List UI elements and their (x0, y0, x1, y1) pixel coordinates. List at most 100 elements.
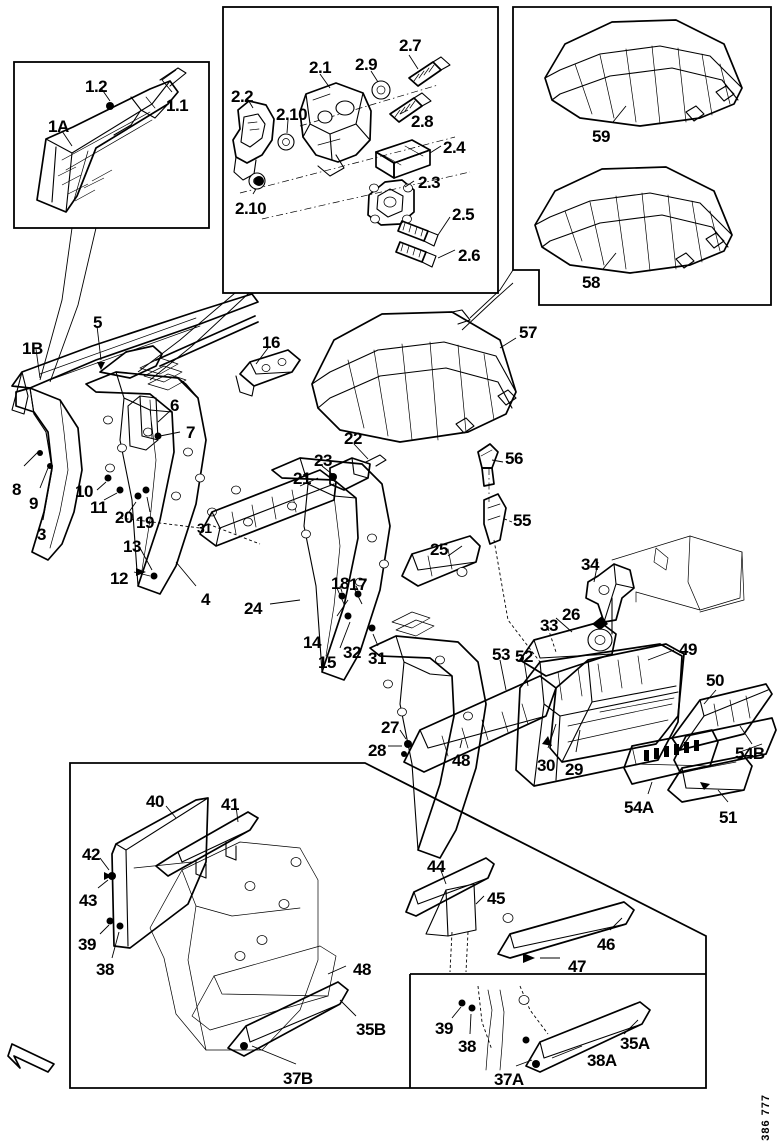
frame-rail-right (611, 535, 745, 613)
lower-right-upper-content (405, 857, 635, 973)
callout-1B: 1B (22, 339, 43, 358)
callout-51: 51 (719, 808, 737, 827)
leader-2-to-main (137, 292, 236, 373)
callout-14: 14 (303, 633, 321, 652)
part-1a-assembly (36, 67, 187, 213)
fastener-cluster-left (96, 474, 158, 580)
part-58-shroud (534, 166, 733, 274)
callout-2-6: 2.6 (458, 246, 481, 265)
callout-37B: 37B (283, 1069, 313, 1088)
part-50-trim (671, 683, 773, 751)
callout-49: 49 (679, 640, 697, 659)
part-24-fender (269, 457, 391, 681)
callout-1-2: 1.2 (85, 77, 108, 96)
callout-54B: 54B (735, 744, 765, 763)
callout-29: 29 (565, 760, 583, 779)
callout-1A: 1A (48, 117, 69, 136)
callout-45: 45 (487, 889, 505, 908)
callout-13: 13 (123, 537, 141, 556)
fastener-17-18 (335, 585, 363, 605)
callout-8: 8 (12, 480, 21, 499)
part-54b-strip (673, 717, 777, 773)
callout-2-1: 2.1 (309, 58, 332, 77)
part-48-board (403, 675, 557, 773)
part-33-actuator (499, 616, 617, 691)
callout-5: 5 (93, 313, 102, 332)
callout-31: 31 (197, 520, 212, 536)
part-34-bracket (585, 561, 635, 635)
callout-58: 58 (582, 273, 600, 292)
part-6-7-bracket (127, 395, 181, 451)
part-5-cylinder (96, 315, 259, 379)
callout-48: 48 (353, 960, 371, 979)
leader-31-b (207, 523, 261, 545)
callout-2-10: 2.10 (276, 105, 308, 124)
callout-19: 19 (136, 513, 154, 532)
callout-9: 9 (29, 494, 38, 513)
callout-46: 46 (597, 935, 615, 954)
callout-17: 17 (349, 575, 367, 594)
part-49-cover (549, 643, 685, 763)
leader-5859-to-main-b (461, 282, 514, 331)
lower-right-lower-content (451, 985, 651, 1073)
leader-1a-to-main (39, 227, 73, 381)
part-26-fender (369, 611, 487, 859)
callout-35B: 35B (356, 1020, 386, 1039)
callout-43: 43 (79, 891, 97, 910)
part-2-assembly (232, 54, 471, 268)
callout-44: 44 (427, 857, 445, 876)
callout-31: 31 (368, 649, 386, 668)
part-59-shroud (544, 19, 743, 127)
part-16-bracket (235, 347, 301, 397)
leader-1a-to-main-b (49, 227, 97, 383)
callout-22: 22 (344, 429, 362, 448)
callout-26: 26 (562, 605, 580, 624)
callout-23: 23 (314, 451, 332, 470)
callout-21: 21 (293, 469, 311, 488)
callout-2-3: 2.3 (418, 173, 441, 192)
lower-left-detail-content (97, 797, 357, 1065)
callout-28: 28 (368, 741, 386, 760)
callout-2-4: 2.4 (443, 138, 466, 157)
callout-2-7: 2.7 (399, 36, 422, 55)
direction-arrow (7, 1043, 55, 1073)
callout-42: 42 (82, 845, 100, 864)
callout-50: 50 (706, 671, 724, 690)
callout-53: 53 (492, 645, 510, 664)
callout-55: 55 (513, 511, 531, 530)
callout-56: 56 (505, 449, 523, 468)
callout-2-5: 2.5 (452, 205, 475, 224)
leader-2-to-main-b (149, 292, 250, 381)
callout-47: 47 (568, 957, 586, 976)
callout-15: 15 (318, 653, 336, 672)
callout-18: 18 (331, 574, 349, 593)
part-55-56-linkage (477, 443, 541, 663)
part-57-shroud (311, 309, 517, 443)
callout-38A: 38A (587, 1051, 617, 1070)
drawing-number: 386 777 (760, 1094, 772, 1141)
callout-35A: 35A (620, 1034, 650, 1053)
callout-40: 40 (146, 792, 164, 811)
callout-37A: 37A (494, 1070, 524, 1089)
detail-frame-lower-left (69, 762, 707, 1089)
callout-2-9: 2.9 (355, 55, 378, 74)
callout-20: 20 (115, 508, 133, 527)
callout-7: 7 (186, 423, 195, 442)
part-3-fender (15, 387, 83, 561)
part-29-30-housing (515, 643, 683, 787)
callout-33: 33 (540, 616, 558, 635)
part-25-bracket (401, 535, 481, 587)
callout-27: 27 (381, 718, 399, 737)
callout-41: 41 (221, 795, 239, 814)
callout-39: 39 (435, 1019, 453, 1038)
detail-frame-5859 (512, 6, 772, 306)
part-51-box (667, 755, 753, 803)
callout-4: 4 (201, 590, 210, 609)
callout-2-8: 2.8 (411, 112, 434, 131)
diagram-artboard (7, 6, 777, 1089)
callout-12: 12 (110, 569, 128, 588)
detail-frame-1a (13, 61, 210, 229)
detail-frame-2 (222, 6, 499, 294)
callout-54A: 54A (624, 798, 654, 817)
callout-34: 34 (581, 555, 599, 574)
